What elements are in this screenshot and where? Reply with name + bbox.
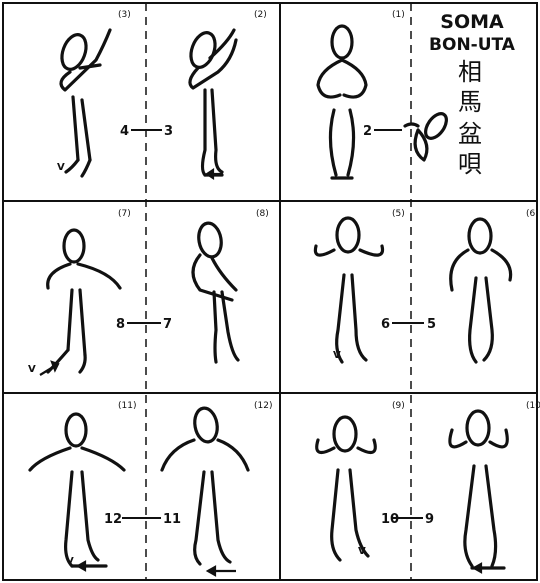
dancer-figure <box>318 26 366 178</box>
step-number: 12 <box>104 512 122 527</box>
title-line-1: SOMA <box>440 11 504 33</box>
dancer-figure <box>58 30 110 176</box>
title-line-2: BON-UTA <box>429 35 516 55</box>
v-mark: V <box>57 162 65 173</box>
dancer-figure <box>450 411 507 568</box>
dancer-figure <box>193 221 238 362</box>
v-mark: V <box>28 364 36 375</box>
corner-label: (8) <box>256 209 269 219</box>
corner-label: (6) <box>526 209 539 219</box>
corner-label: (7) <box>118 209 131 219</box>
dancer-figure <box>162 406 248 564</box>
arrow-icon <box>207 170 213 178</box>
step-numbers: 4 3 2 8 7 6 5 12 11 10 9 <box>104 124 436 527</box>
dancer-figure <box>30 414 124 566</box>
title-kanji-2: 馬 <box>458 88 482 116</box>
dancer-figure <box>315 218 382 362</box>
step-number: 3 <box>164 124 173 139</box>
v-marks: V V V V V <box>28 162 366 567</box>
step-number: 4 <box>120 124 129 139</box>
corner-label: (12) <box>254 401 272 411</box>
title-block: SOMA BON-UTA 相 馬 盆 唄 <box>429 11 516 178</box>
arrow-icon <box>474 564 481 572</box>
step-number: 7 <box>163 317 172 332</box>
corner-label: (10) <box>526 401 540 411</box>
step-number: 5 <box>427 317 436 332</box>
step-number: 2 <box>363 124 372 139</box>
title-kanji-4: 唄 <box>458 150 482 178</box>
dancer-figure <box>317 417 376 560</box>
corner-label: (9) <box>392 401 405 411</box>
step-number: 10 <box>381 512 399 527</box>
title-kanji-1: 相 <box>458 58 482 86</box>
arrow-icon <box>208 567 215 575</box>
corner-label: (2) <box>254 10 267 20</box>
fan-drawing <box>405 110 451 160</box>
step-number: 6 <box>381 317 390 332</box>
arrow-icon <box>78 562 85 570</box>
corner-label: (11) <box>118 401 136 411</box>
dancer-figure <box>48 230 120 372</box>
corner-label: (5) <box>392 209 405 219</box>
title-kanji-3: 盆 <box>458 120 482 148</box>
corner-label: (3) <box>118 10 131 20</box>
step-number: 11 <box>163 512 181 527</box>
step-number: 8 <box>116 317 125 332</box>
dancer-figures <box>30 26 511 568</box>
dancer-figure <box>187 29 236 175</box>
dancer-figure <box>451 219 511 362</box>
step-number: 9 <box>425 512 434 527</box>
corner-label: (1) <box>392 10 405 20</box>
